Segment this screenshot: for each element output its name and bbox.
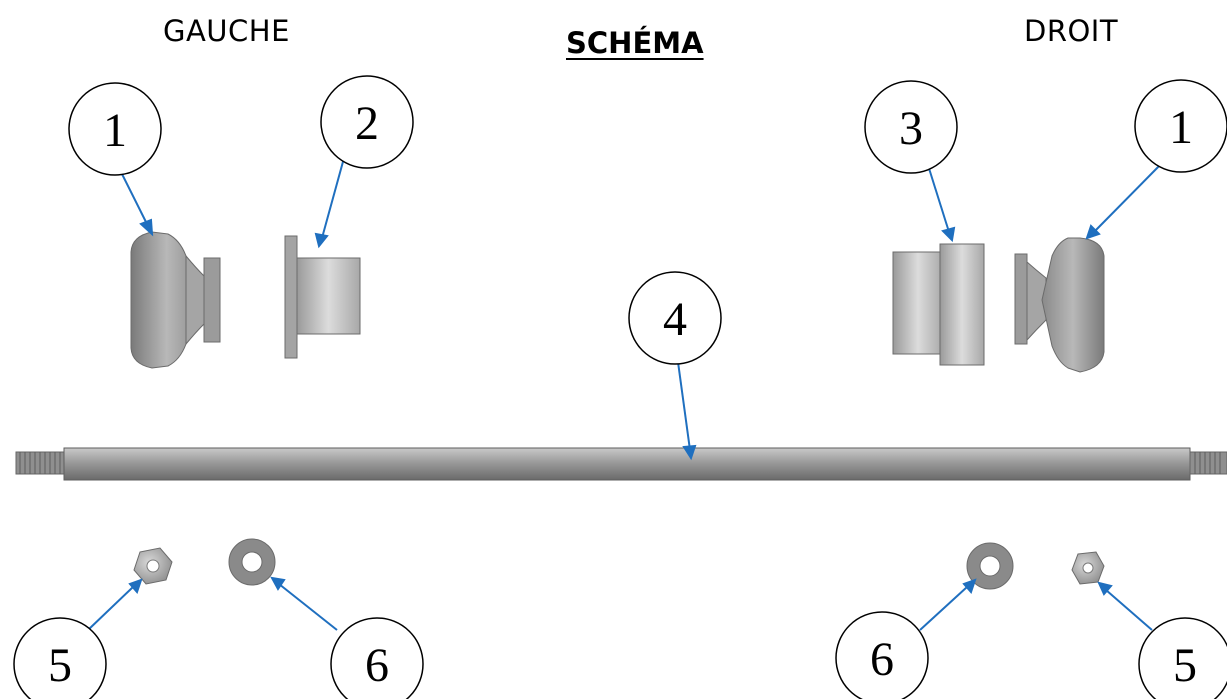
arrowhead-icon [128, 578, 143, 594]
arrowhead-icon [314, 232, 329, 249]
callout-circle-3 [864, 80, 958, 174]
callout-number-4: 4 [663, 293, 687, 346]
leader-line-6-right [919, 586, 968, 631]
right-wheel-part [1014, 237, 1105, 373]
arrowhead-icon [139, 218, 154, 237]
right-side-label: DROIT [1024, 14, 1119, 48]
leader-line-4 [677, 361, 691, 451]
callout-circle-2 [320, 75, 414, 169]
callout-number-6-left: 6 [365, 639, 389, 692]
callout-circle-6-right [835, 611, 929, 699]
arrowhead-icon [1097, 581, 1113, 596]
right-bushing-part [892, 243, 985, 366]
leader-lines [87, 157, 1164, 631]
callout-number-1-left: 1 [103, 104, 127, 157]
callout-number-6-right: 6 [870, 633, 894, 686]
arrowhead-icon [962, 578, 977, 594]
callout-circle-1-left [68, 82, 162, 176]
leader-line-5-left [87, 586, 134, 631]
left-side-label: GAUCHE [163, 14, 290, 48]
callout-number-5-right: 5 [1173, 639, 1197, 692]
left-nut-part [133, 547, 173, 585]
leader-line-2 [321, 157, 345, 239]
right-washer-part [966, 542, 1014, 590]
callout-number-1-right: 1 [1169, 101, 1193, 154]
arrowhead-icon [1085, 224, 1101, 240]
callout-circle-1-right [1134, 79, 1227, 173]
left-sleeve-part [284, 235, 361, 359]
leader-line-5-right [1105, 589, 1153, 631]
arrowhead-icon [941, 226, 956, 243]
axle-part [15, 447, 1227, 481]
leader-line-1-right [1093, 161, 1164, 233]
callout-circle-6-left [330, 617, 424, 699]
callout-number-5-left: 5 [48, 639, 72, 692]
leader-line-3 [926, 161, 950, 233]
right-nut-part [1071, 551, 1105, 585]
arrowhead-icon [270, 576, 286, 591]
diagram-title: SCHÉMA [566, 26, 704, 60]
callout-number-2: 2 [355, 97, 379, 150]
callout-circle-4 [628, 271, 722, 365]
callout-circle-5-left [13, 617, 107, 699]
leader-line-1-left [119, 169, 149, 227]
callout-number-3: 3 [899, 102, 923, 155]
left-wheel-part [130, 231, 221, 369]
leader-line-6-left [278, 583, 338, 631]
callout-circle-5-right [1138, 617, 1227, 699]
left-washer-part [228, 538, 276, 586]
arrowhead-icon [682, 444, 697, 461]
